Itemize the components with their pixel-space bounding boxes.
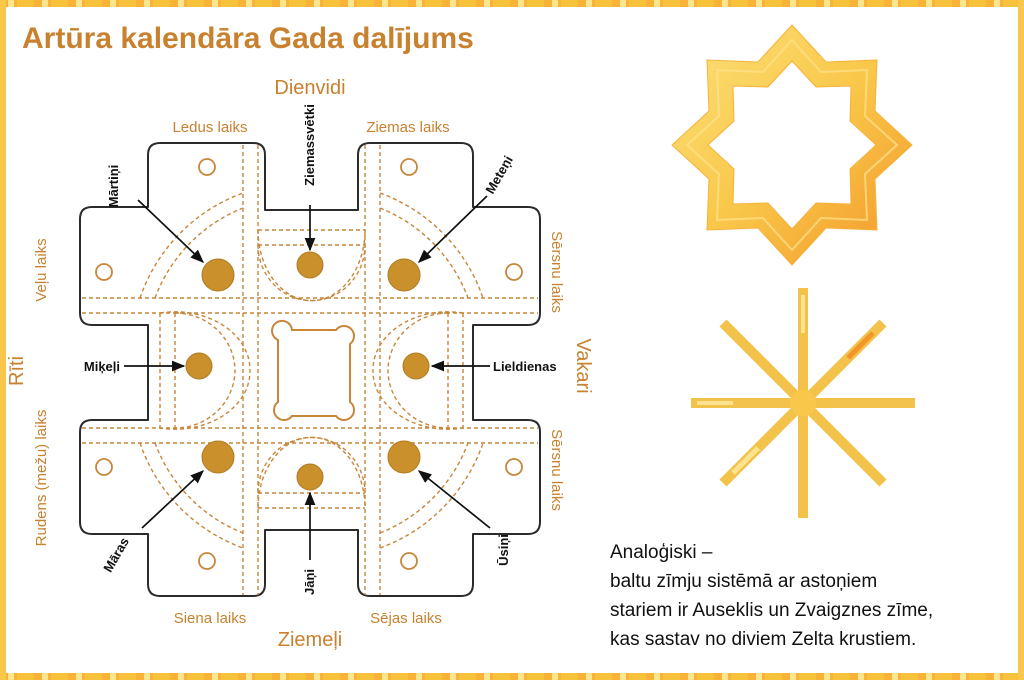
festival-dot-top-left	[201, 258, 235, 292]
festival-label-right: Lieldienas	[493, 359, 557, 374]
period-left-bottom: Rudens (mežu) laiks	[33, 410, 50, 547]
auseklis-star-icon	[671, 24, 913, 266]
direction-north: Ziemeļi	[278, 629, 342, 651]
festival-dot-top	[296, 251, 324, 279]
arrow-maras	[141, 470, 204, 529]
festival-dot-bottom-left	[201, 440, 235, 474]
note-line-2: baltu zīmju sistēmā ar astoņiem	[610, 571, 877, 592]
calendar-outline	[79, 142, 541, 597]
direction-east: Rīti	[6, 356, 28, 386]
festival-dot-bottom-right	[387, 440, 421, 474]
festival-dot-bottom	[296, 463, 324, 491]
period-right-top: Sērsnu laiks	[548, 231, 565, 313]
direction-west: Vakari	[572, 338, 594, 393]
note-line-1: Analoģiski –	[610, 542, 713, 563]
zvaigznes-zime-icon	[691, 288, 915, 518]
festival-label-top-left: Mārtiņi	[106, 165, 121, 208]
right-border	[1018, 0, 1024, 680]
note-line-3: stariem ir Auseklis un Zvaigznes zīme,	[610, 600, 933, 621]
festival-dot-top-right	[387, 258, 421, 292]
center-square	[271, 319, 355, 421]
period-top-left: Ledus laiks	[172, 119, 247, 136]
arrow-meteni	[418, 195, 488, 263]
period-right-bottom: Sērsnu laiks	[548, 429, 565, 511]
arrow-usini	[417, 470, 491, 529]
marker-rings	[95, 158, 523, 570]
note-text: Analoģiski – baltu zīmju sistēmā ar asto…	[610, 542, 933, 650]
arrow-martini	[137, 199, 204, 263]
direction-south: Dienvidi	[274, 77, 345, 99]
festival-label-top: Ziemassvētki	[302, 104, 317, 186]
page-title: Artūra kalendāra Gada dalījums	[22, 22, 474, 55]
note-line-4: kas sastav no diviem Zelta krustiem.	[610, 629, 916, 650]
period-left-top: Veļu laiks	[33, 238, 50, 301]
festival-label-bottom-right: Ūsiņi	[496, 534, 511, 566]
festival-dot-left	[185, 352, 213, 380]
period-bottom-left: Siena laiks	[174, 610, 247, 627]
left-border	[0, 0, 6, 680]
calendar-diagram: Dienvidi Ziemeļi Rīti Vakari Ledus laiks…	[6, 77, 594, 651]
festival-dot-right	[402, 352, 430, 380]
festival-label-bottom: Jāņi	[302, 569, 317, 595]
festival-label-left: Miķeļi	[84, 359, 120, 374]
period-bottom-right: Sējas laiks	[370, 610, 442, 627]
period-top-right: Ziemas laiks	[366, 119, 449, 136]
bottom-border	[0, 673, 1024, 680]
top-border	[0, 0, 1024, 7]
